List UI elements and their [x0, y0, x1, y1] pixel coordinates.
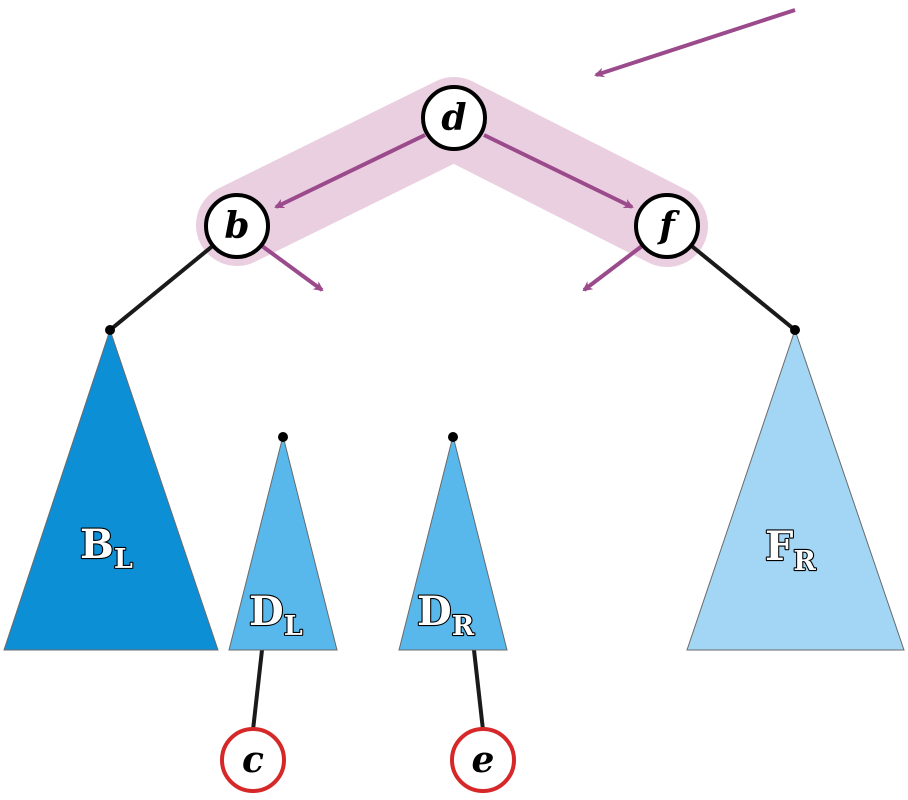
attach-point-dr: [448, 432, 458, 442]
subtree-label-dr: DR: [417, 588, 475, 642]
node-b-label: b: [224, 205, 249, 247]
attach-point-bl: [105, 325, 115, 335]
subtree-fr-triangle: [686, 328, 905, 651]
node-c-label: c: [242, 739, 264, 781]
subtree-label-bl: BL: [80, 521, 133, 575]
node-c-circle: [220, 727, 286, 793]
node-d-circle: [421, 85, 487, 151]
node-e-circle: [450, 727, 516, 793]
subtree-label-fr: FR: [765, 523, 816, 577]
node-f-circle: [634, 193, 700, 259]
edge-dl-c: [251, 649, 264, 731]
subtree-dr-triangle: [398, 435, 508, 651]
subtree-dl-triangle: [228, 435, 338, 651]
subtree-label-dl: DL: [249, 588, 303, 642]
arrow-f-left: [582, 244, 644, 292]
arrow-incoming: [594, 8, 796, 78]
node-e-label: e: [472, 739, 495, 781]
attach-point-fr: [790, 325, 800, 335]
edge-dr-e: [472, 649, 485, 731]
node-b-circle: [204, 193, 270, 259]
subtree-bl-triangle: [3, 328, 219, 651]
node-d-label: d: [441, 97, 466, 139]
arrow-d-to-f: [483, 133, 634, 209]
arrow-b-right: [260, 244, 324, 292]
attach-point-dl: [278, 432, 288, 442]
arrow-d-to-b: [274, 133, 426, 209]
